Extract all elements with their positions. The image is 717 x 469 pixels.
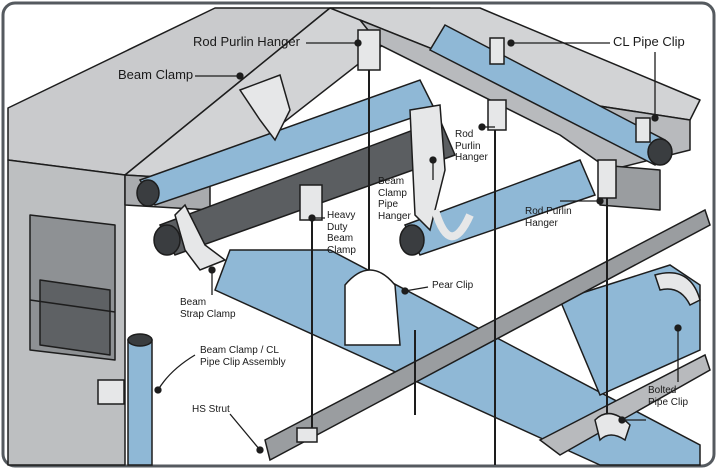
label-line: Clamp: [378, 187, 407, 199]
pipe-end-vertical: [127, 333, 153, 347]
leader-pear-clip: [404, 286, 429, 292]
leader-dot-beam-clamp-cl: [154, 386, 162, 394]
leader-dot-rod-purlin-right: [596, 197, 604, 205]
leader-dot-rod-purlin-mid: [478, 123, 486, 131]
label-hs-strut: HS Strut: [192, 404, 230, 415]
label-line: Hanger: [378, 210, 411, 222]
label-line: Pipe Clip: [648, 396, 689, 408]
pipe-top-right: [428, 24, 666, 167]
leader-dot-heavy-duty: [308, 214, 316, 222]
leader-dot-bolted-pipe-clip-2: [618, 416, 626, 424]
label-line: Beam Clamp / CL: [200, 345, 279, 356]
leader-dot-hs-strut: [256, 446, 264, 454]
label-line: Strap Clamp: [180, 308, 236, 320]
hs-strut-lower: [538, 353, 711, 456]
label-rod-purlin-hanger-right: Rod Purlin Hanger: [525, 206, 572, 229]
pipe-hanger-loop: [431, 208, 474, 241]
bolted-pipe-clip-upper: [654, 272, 701, 307]
clamps: [97, 29, 701, 443]
label-beam-clamp-pipe-hanger: Beam Clamp Pipe Hanger: [378, 176, 411, 222]
cl-pipe-clip-part-1: [489, 37, 505, 65]
label-line: Beam: [378, 176, 405, 187]
label-line: Rod Purlin: [525, 206, 572, 217]
label-line: Pipe Clip Assembly: [200, 356, 286, 368]
leader-dot-bolted-pipe-clip: [674, 324, 682, 332]
label-line: Heavy: [327, 210, 356, 221]
label-rod-purlin-hanger-top: Rod Purlin Hanger: [193, 34, 300, 49]
cl-pipe-clip-part-2: [635, 117, 651, 143]
rod-purlin-hanger-top-part: [357, 29, 381, 71]
pear-clip-part: [344, 269, 401, 346]
leader-hs-strut: [229, 413, 261, 451]
wall-opening-inner: [39, 279, 111, 356]
label-line: Beam: [180, 297, 207, 308]
struts: [264, 208, 711, 462]
leader-dot-cl-pipe-clip-1: [507, 39, 515, 47]
label-line: Clamp: [327, 244, 356, 256]
leader-dot-rod-purlin-top: [354, 39, 362, 47]
label-line: Purlin: [455, 140, 481, 152]
label-line: Duty: [327, 221, 348, 233]
label-line: Hanger: [525, 217, 558, 229]
pipe-end-upper-left: [136, 179, 160, 207]
label-line: Rod: [455, 129, 474, 140]
label-beam-strap-clamp: Beam Strap Clamp: [180, 297, 236, 320]
pipe-vertical: [127, 339, 153, 466]
label-cl-pipe-clip: CL Pipe Clip: [613, 34, 685, 49]
wall-shelf: [29, 299, 116, 313]
pipe-end-dark: [153, 224, 181, 256]
beam-clamp-part: [238, 74, 291, 142]
pipe-end-mid: [399, 224, 425, 256]
beam-clamp-pipe-hanger-part: [409, 104, 446, 232]
label-line: Beam: [327, 233, 354, 244]
beam-strap-clamp-part: [174, 203, 227, 271]
hanger-rods: [311, 60, 608, 465]
label-heavy-duty-beam-clamp: Heavy Duty Beam Clamp: [327, 210, 356, 256]
beam-clamp-cl-assembly-part: [97, 379, 125, 405]
label-beam-clamp: Beam Clamp: [118, 67, 194, 82]
callout-lines: [154, 39, 682, 454]
hs-strut-main: [264, 208, 711, 462]
leader-dot-pear-clip: [401, 287, 409, 295]
pipe-end-top-right: [647, 138, 673, 166]
label-beam-clamp-cl-assembly: Beam Clamp / CL Pipe Clip Assembly: [200, 345, 286, 368]
label-rod-purlin-hanger-mid: Rod Purlin Hanger: [455, 129, 488, 164]
leader-dot-beam-strap: [208, 266, 216, 274]
pipe-lower-right: [558, 264, 701, 396]
label-line: Pipe: [378, 199, 399, 210]
label-line: Hanger: [455, 152, 488, 163]
leader-beam-clamp-cl: [157, 354, 196, 391]
strut-nut-part: [296, 427, 318, 443]
leader-dot-cl-pipe-clip-2: [651, 114, 659, 122]
label-line: Bolted: [648, 385, 677, 396]
leader-dot-beam-clamp: [236, 72, 244, 80]
rod-purlin-hanger-mid-part: [487, 99, 507, 131]
label-bolted-pipe-clip: Bolted Pipe Clip: [648, 385, 688, 408]
leader-dot-beam-clamp-pipe-hanger: [429, 156, 437, 164]
label-pear-clip: Pear Clip: [432, 280, 474, 291]
rod-purlin-hanger-right-part: [597, 159, 617, 199]
